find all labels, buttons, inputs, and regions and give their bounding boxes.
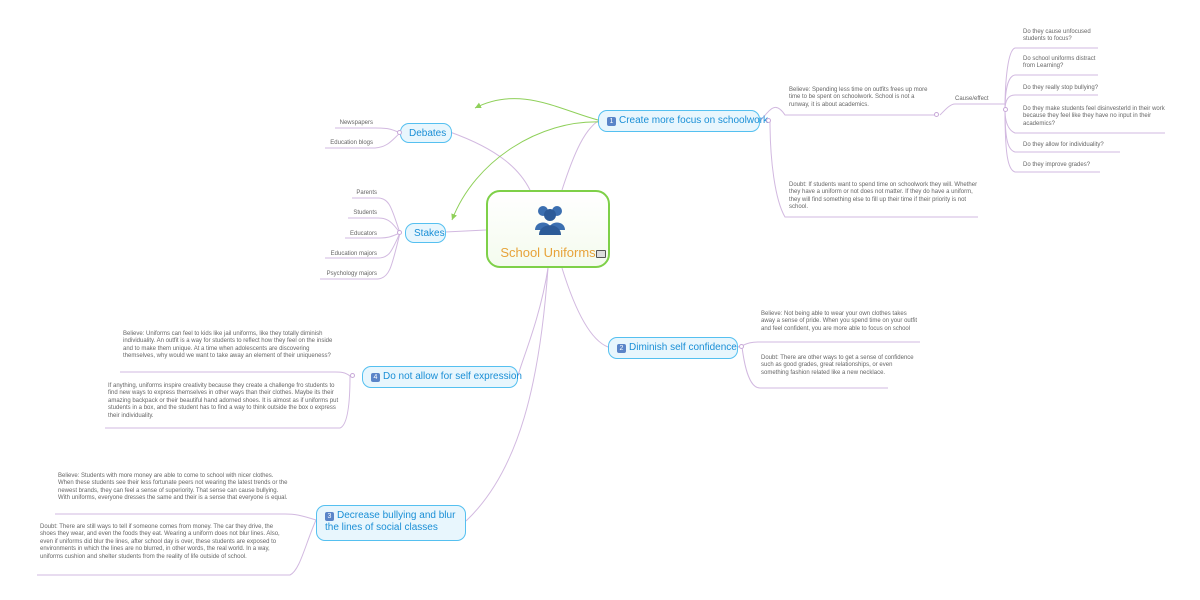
priority-4-icon: 4 — [371, 373, 380, 382]
stakes-child-students[interactable]: Students — [353, 210, 377, 216]
focus-question-2[interactable]: Do school uniforms distract from Learnin… — [1023, 56, 1096, 70]
people-group-icon — [535, 206, 565, 235]
stakes-child-parents[interactable]: Parents — [356, 190, 377, 196]
topic-confidence-label: Diminish self confidence — [629, 342, 737, 353]
topic-debates[interactable]: Debates — [400, 123, 452, 143]
link-central-expression — [517, 267, 549, 377]
focus-question-1[interactable]: Do they cause unfocused students to focu… — [1023, 29, 1091, 43]
focus-question-6[interactable]: Do they improve grades? — [1023, 162, 1091, 168]
collapse-handle-cause-effect[interactable] — [1003, 107, 1008, 112]
central-topic[interactable]: School Uniforms — [486, 190, 610, 268]
focus-believe[interactable]: Believe: Spending less time on outfits f… — [789, 87, 928, 108]
topic-stakes[interactable]: Stakes — [405, 223, 446, 243]
debates-child-blogs[interactable]: Education blogs — [330, 140, 373, 146]
relation-arrow-stakes — [451, 121, 601, 221]
link-central-debates — [449, 131, 531, 191]
link-focus-ce — [939, 103, 1005, 116]
stakes-child-education-majors[interactable]: Education majors — [330, 251, 377, 257]
link-focus-detail — [759, 106, 935, 122]
photo-icon[interactable] — [596, 250, 606, 258]
focus-question-5[interactable]: Do they allow for individuality? — [1023, 142, 1104, 148]
topic-debates-label: Debates — [409, 128, 447, 139]
bullying-believe[interactable]: Believe: Students with more money are ab… — [58, 473, 288, 502]
focus-doubt[interactable]: Doubt: If students want to spend time on… — [789, 182, 978, 211]
collapse-handle-focus-detail[interactable] — [934, 112, 939, 117]
confidence-doubt[interactable]: Doubt: There are other ways to get a sen… — [761, 355, 914, 376]
priority-1-icon: 1 — [607, 117, 616, 126]
debates-child-newspapers[interactable]: Newspapers — [339, 120, 373, 126]
focus-question-3[interactable]: Do they really stop bullying? — [1023, 85, 1099, 91]
focus-cause-effect[interactable]: Cause/effect — [955, 96, 989, 102]
stakes-child-psychology-majors[interactable]: Psychology majors — [326, 271, 377, 277]
collapse-handle-debates[interactable] — [397, 130, 402, 135]
collapse-handle-confidence[interactable] — [739, 344, 744, 349]
collapse-handle-stakes[interactable] — [397, 230, 402, 235]
topic-expression-label: Do not allow for self expression — [383, 371, 522, 382]
priority-2-icon: 2 — [617, 344, 626, 353]
priority-3-icon: 3 — [325, 512, 334, 521]
link-central-bullying — [465, 267, 549, 522]
focus-question-4[interactable]: Do they make students feel disinvesterld… — [1023, 106, 1165, 127]
stakes-child-educators[interactable]: Educators — [349, 231, 377, 237]
link-focus-doubt — [769, 120, 978, 218]
bullying-doubt[interactable]: Doubt: There are still ways to tell if s… — [40, 524, 280, 560]
link-central-confidence — [561, 267, 609, 348]
topic-focus-label: Create more focus on schoolwork — [619, 115, 768, 126]
link-central-focus — [561, 120, 599, 191]
topic-bullying-label: Decrease bullying and blur the lines of … — [325, 510, 456, 533]
expression-doubt[interactable]: If anything, uniforms inspire creativity… — [108, 383, 339, 419]
collapse-handle-expression[interactable] — [350, 373, 355, 378]
expression-believe[interactable]: Believe: Uniforms can feel to kids like … — [123, 331, 333, 360]
collapse-handle-focus[interactable] — [766, 118, 771, 123]
link-central-stakes — [444, 229, 487, 233]
confidence-believe[interactable]: Believe: Not being able to wear your own… — [761, 311, 918, 332]
central-label: School Uniforms — [500, 245, 596, 260]
topic-stakes-label: Stakes — [414, 228, 445, 239]
relation-arrow-debates — [474, 98, 599, 121]
